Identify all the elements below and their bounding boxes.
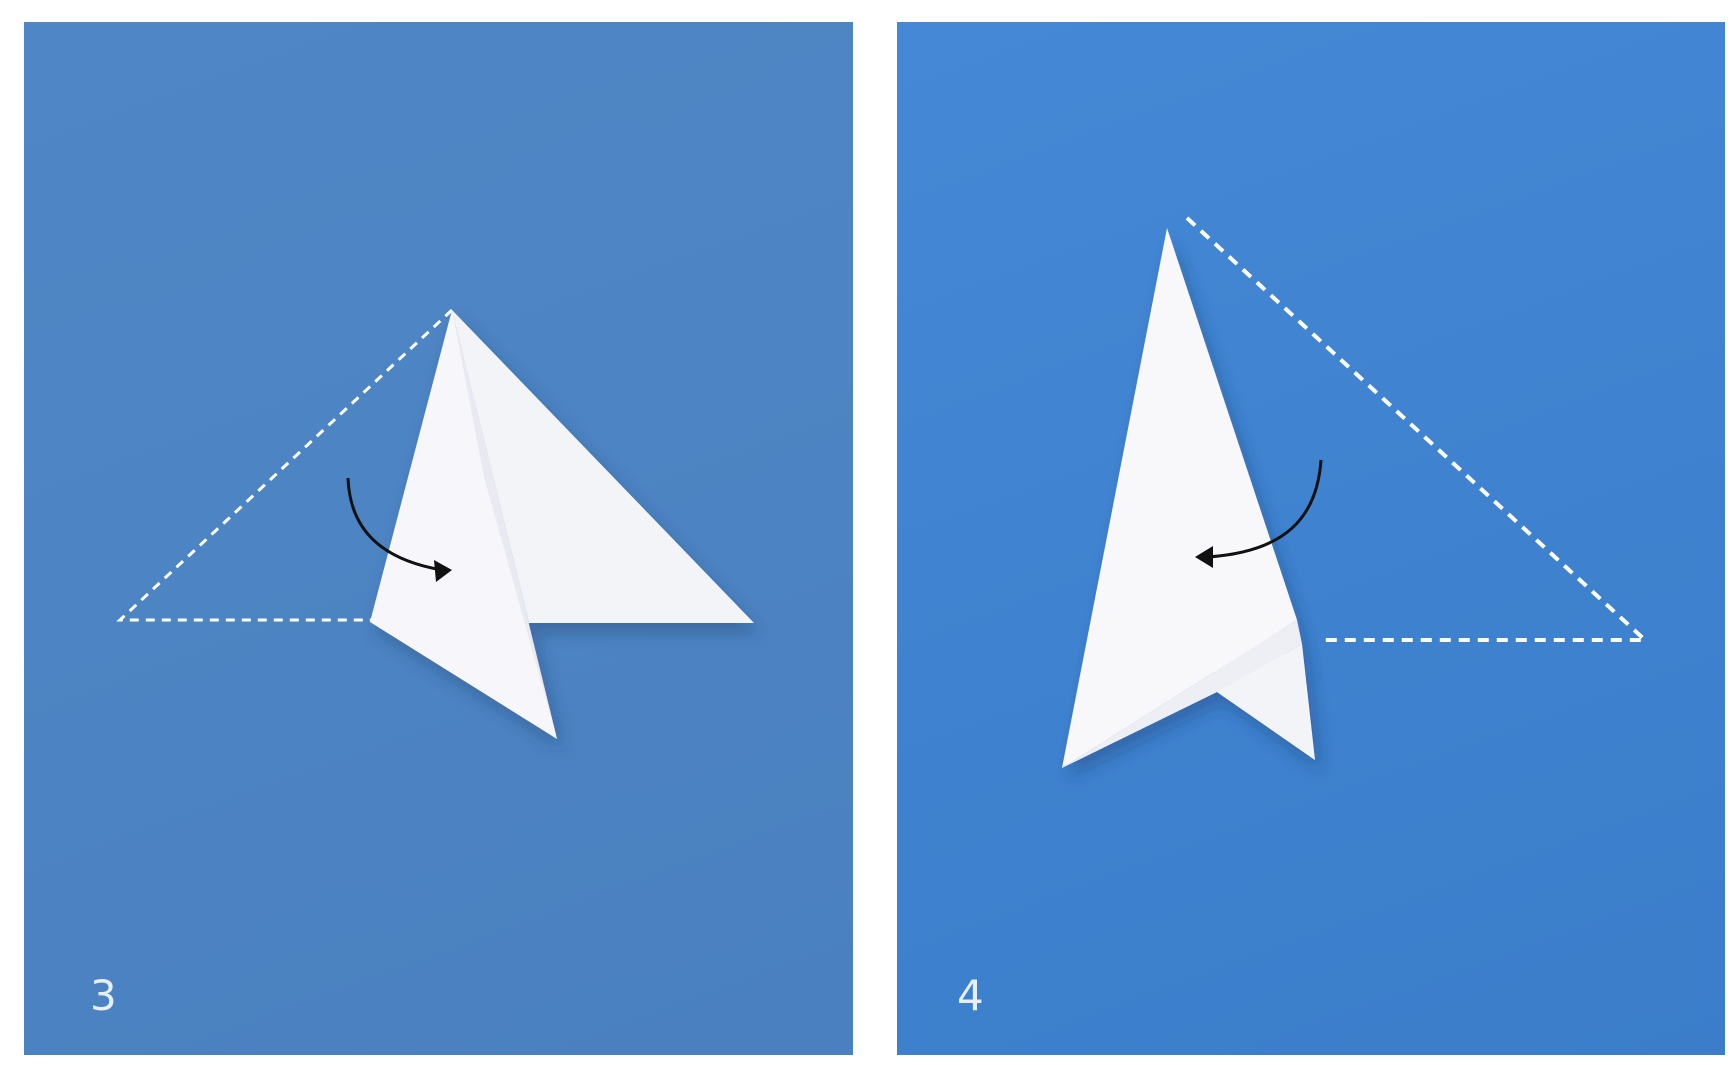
paper-fold-shape (370, 310, 754, 739)
step-3-illustration (24, 22, 853, 1055)
step-number-label: 4 (957, 975, 984, 1017)
step-4-illustration (897, 22, 1725, 1055)
paper-fold-shape (1062, 228, 1315, 768)
step-4-panel: 4 (897, 22, 1725, 1055)
step-number-label: 3 (90, 975, 117, 1017)
step-3-panel: 3 (24, 22, 853, 1055)
